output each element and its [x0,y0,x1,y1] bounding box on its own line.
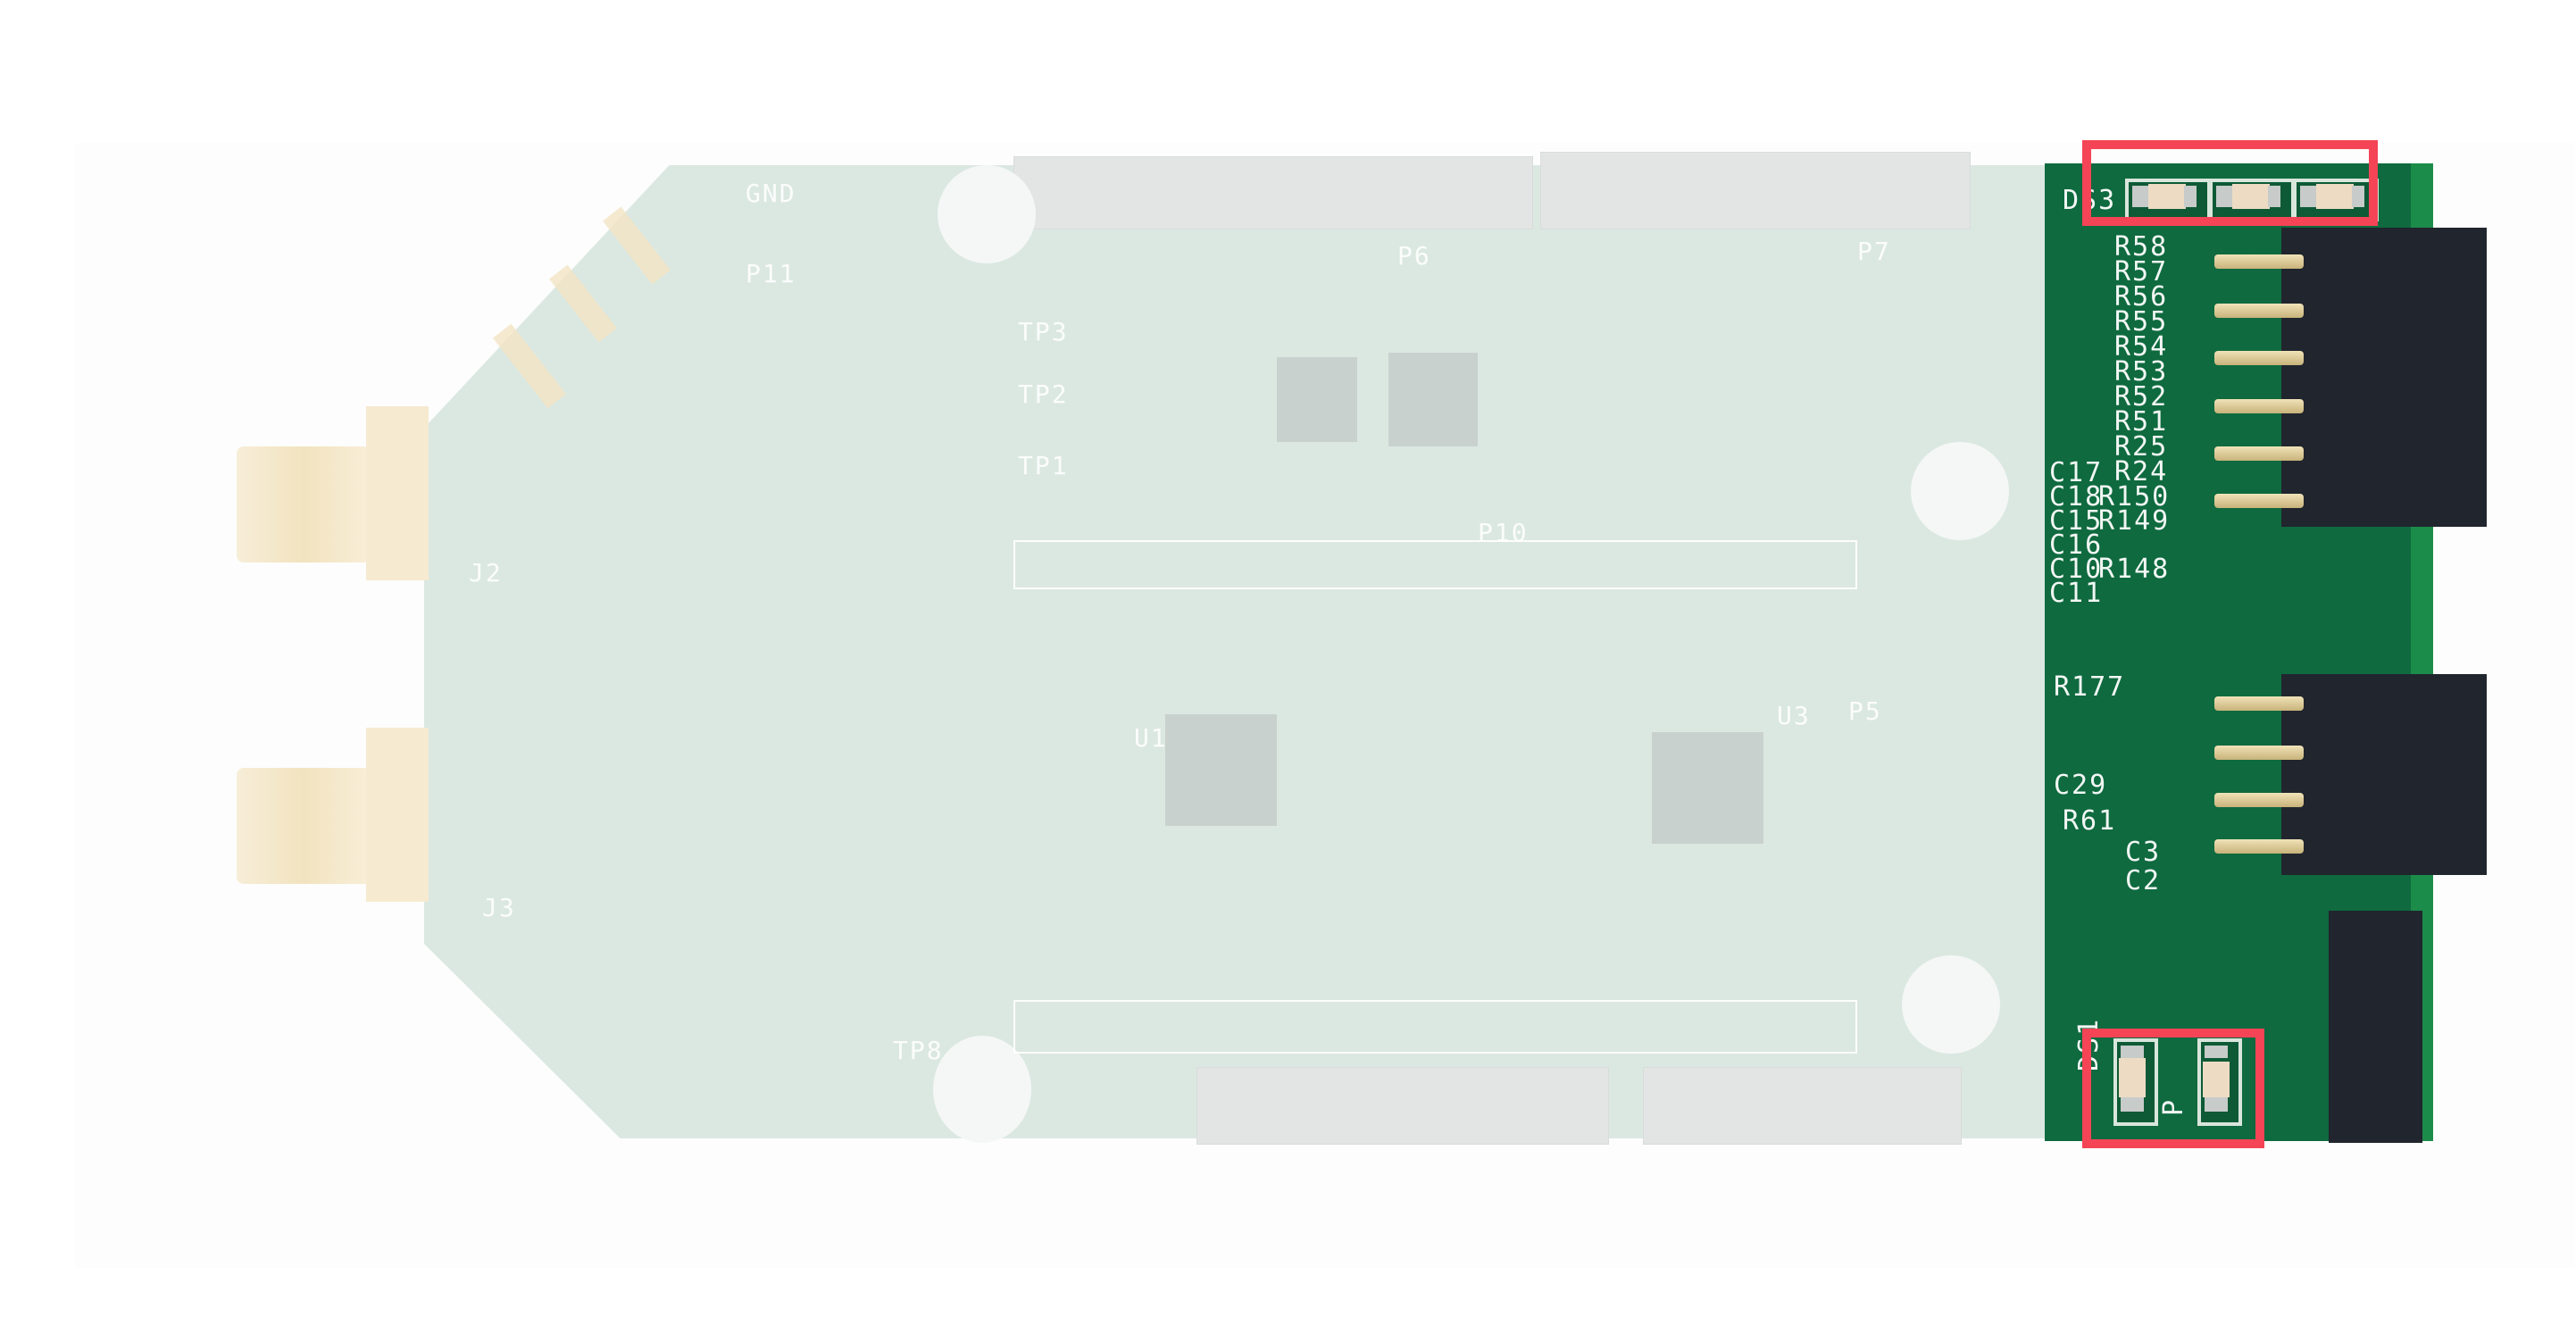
led-ds1 [2197,1038,2242,1126]
sma-connector-j2-body [366,406,429,580]
silk-label: R25 [2114,431,2169,462]
sma-connector-j3 [237,768,371,884]
silk-label: R57 [2114,256,2169,288]
silk-label: J2 [469,558,503,588]
highlight-box-top-leds [2082,140,2378,226]
silk-label: C3 [2125,837,2162,868]
silk-label: P7 [1857,237,1891,266]
silk-label: C10 [2049,554,2104,585]
silk-label: TP3 [1018,317,1069,346]
silk-label: R61 [2063,805,2117,837]
mounting-screw [938,165,1036,263]
pcb-faded-region [424,165,2058,1138]
header-p10-outline [1013,540,1857,589]
silk-label: R51 [2114,406,2169,438]
silk-label: R52 [2114,381,2169,412]
silk-label: R55 [2114,306,2169,338]
header-p6 [1013,156,1533,229]
silk-label: U1 [1134,723,1168,753]
led-ds3 [2125,179,2211,221]
silk-label: TP8 [893,1036,944,1065]
silk-label: C29 [2054,770,2108,801]
silk-label: C15 [2049,505,2104,537]
header-p9 [2281,674,2487,875]
silk-label: R56 [2114,281,2169,312]
sma-connector-j3-body [366,728,429,902]
header-p9-pins [2197,696,2304,857]
header-p8-pins [2197,254,2304,513]
header-p8 [2281,228,2487,527]
highlight-box-bottom-leds [2082,1029,2264,1148]
silk-label: U3 [1777,701,1811,730]
silk-label: R54 [2114,331,2169,362]
ic-u6 [1277,357,1357,442]
mounting-screw [1902,955,2000,1054]
silk-label: R58 [2114,231,2169,262]
silk-label: TP2 [1018,379,1069,409]
led-ds2 [2113,1038,2158,1126]
header-p4 [1196,1067,1609,1145]
silk-label: C2 [2125,865,2162,896]
inductor-103 [1388,353,1478,446]
silk-label: C16 [2049,529,2104,561]
header-box-connector [2329,911,2422,1143]
silk-label: C17 [2049,457,2104,488]
mounting-screw [933,1036,1031,1143]
mounting-screw [1911,442,2009,540]
header-p2-outline [1013,1000,1857,1054]
silk-label: R150 [2098,481,2171,512]
silk-label: C11 [2049,578,2104,609]
silk-label: GND [746,179,796,208]
silk-label: P6 [1397,241,1431,271]
ic-u1 [1165,714,1277,826]
silk-label: R24 [2114,456,2169,488]
sma-connector-j2 [237,446,371,562]
silk-label: P5 [1848,696,1882,726]
header-p7 [1540,152,1971,229]
ic-u3 [1652,732,1763,844]
silk-label: P11 [746,259,796,288]
silk-label: C18 [2049,481,2104,512]
silk-label: R148 [2098,554,2171,585]
silk-label: R149 [2098,505,2171,537]
silk-label: R177 [2054,671,2126,703]
silk-label: R53 [2114,356,2169,388]
header-p3 [1643,1067,1962,1145]
silk-label: TP1 [1018,451,1069,480]
silk-label: P10 [1478,518,1529,547]
silk-label: J3 [482,893,516,922]
